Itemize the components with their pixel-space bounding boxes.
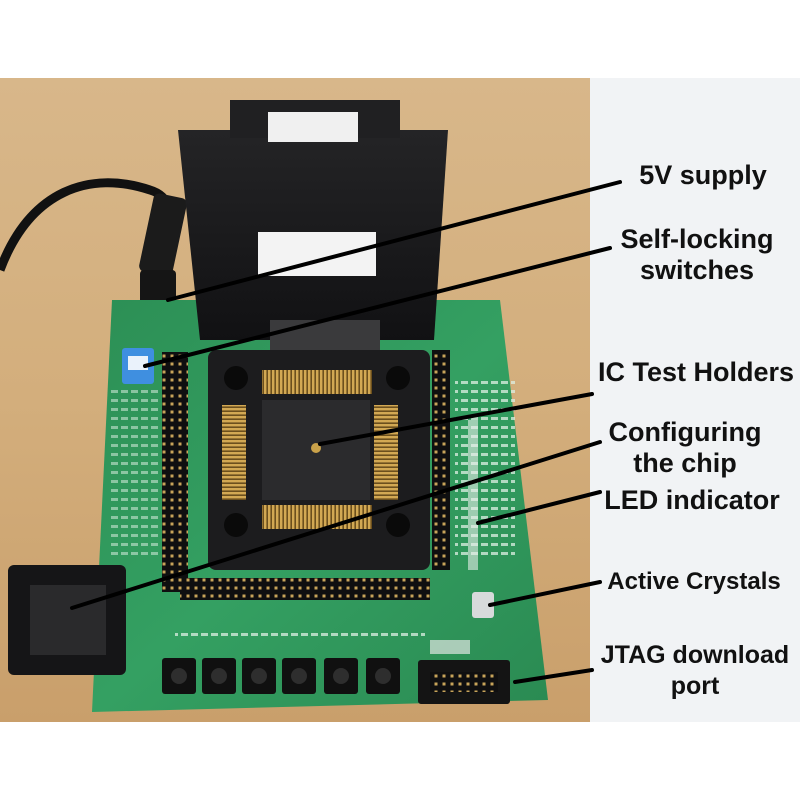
callout-jtag-download-port-line-1: JTAG download xyxy=(600,641,790,669)
callout-5v-supply-line-1: 5V supply xyxy=(639,160,767,190)
callout-configuring-the-chip-line-1: Configuring xyxy=(608,417,762,447)
gold-pins-top xyxy=(262,370,372,394)
callout-jtag-download-port-line-2: port xyxy=(670,672,720,700)
jumper-row xyxy=(175,630,425,642)
callout-configuring-the-chip: Configuring the chip xyxy=(600,417,770,479)
callout-self-locking-switches-line-2: switches xyxy=(639,255,755,285)
callout-self-locking-switches-line-1: Self-locking xyxy=(620,224,774,254)
gold-pins-right xyxy=(374,405,398,500)
callout-jtag-download-port: JTAG download port xyxy=(594,640,796,702)
callout-active-crystals-line-1: Active Crystals xyxy=(607,568,781,595)
led-column xyxy=(468,420,478,570)
left-silkscreen xyxy=(110,390,160,560)
callout-led-indicator: LED indicator xyxy=(597,485,787,516)
bottom-pin-header xyxy=(180,578,430,600)
gold-pins-bottom xyxy=(262,505,372,529)
gold-pins-left xyxy=(222,405,246,500)
dc-plug xyxy=(139,193,187,277)
leader-lines xyxy=(70,180,622,684)
callout-5v-supply: 5V supply xyxy=(628,160,778,191)
callout-self-locking-switches: Self-locking switches xyxy=(604,224,790,286)
callout-led-indicator-line-1: LED indicator xyxy=(604,485,780,515)
label-panel xyxy=(590,78,800,722)
left-pin-header xyxy=(162,352,188,592)
active-crystal xyxy=(472,592,494,618)
tactile-buttons xyxy=(162,658,400,694)
right-pin-header xyxy=(432,350,450,570)
callout-active-crystals: Active Crystals xyxy=(598,566,790,597)
callout-ic-test-holders: IC Test Holders xyxy=(596,357,796,388)
callout-configuring-the-chip-line-2: the chip xyxy=(633,448,737,478)
callout-ic-test-holders-line-1: IC Test Holders xyxy=(597,357,795,387)
